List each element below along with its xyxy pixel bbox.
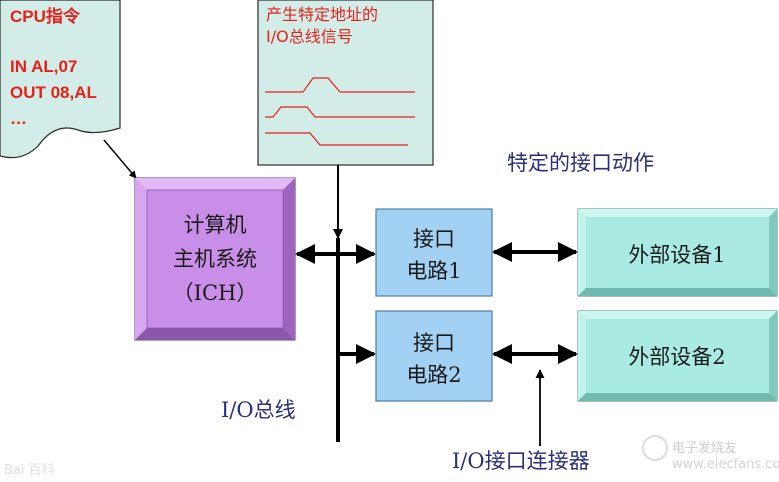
external-device-2: 外部设备2 — [577, 310, 778, 402]
device2-label: 外部设备2 — [628, 345, 725, 369]
interface1-line-1: 接口 — [413, 227, 455, 251]
baidu-watermark-text: Bai 百科 — [4, 463, 55, 478]
interface-circuit-1: 接口 电路1 — [375, 208, 493, 297]
host-line-1: 计算机 — [184, 213, 247, 237]
elecfans-watermark-url: www.elecfans.com — [672, 457, 779, 472]
interface1-line-2: 电路1 — [406, 259, 461, 283]
elecfans-watermark-name: 电子发烧友 — [672, 440, 737, 456]
interface2-line-2: 电路2 — [406, 363, 461, 387]
signal-waveforms — [265, 77, 415, 146]
specific-action-label: 特定的接口动作 — [507, 151, 654, 175]
external-device-1: 外部设备1 — [577, 208, 778, 297]
host-line-3: （ICH） — [173, 281, 258, 305]
signal-note: 产生特定地址的 I/O总线信号 — [257, 0, 434, 166]
interface-circuit-2: 接口 电路2 — [375, 310, 493, 402]
io-connector-label: I/O接口连接器 — [452, 449, 590, 473]
interface2-line-1: 接口 — [413, 331, 455, 355]
cpu-note-line-1: IN AL,07 — [10, 57, 77, 76]
cpu-instruction-note: CPU指令 IN AL,07 OUT 08,AL … — [0, 0, 121, 159]
cpu-note-title: CPU指令 — [10, 6, 81, 26]
cpu-note-line-2: OUT 08,AL — [10, 83, 97, 102]
cpu-note-line-3: … — [10, 109, 27, 128]
cpu-to-host-arrow — [103, 139, 137, 179]
signal-note-line-2: I/O总线信号 — [266, 27, 353, 46]
io-bus-label: I/O总线 — [221, 398, 296, 422]
signal-note-line-1: 产生特定地址的 — [266, 5, 378, 24]
device1-label: 外部设备1 — [628, 243, 725, 267]
host-system-box: 计算机 主机系统 （ICH） — [134, 177, 296, 341]
host-line-2: 主机系统 — [173, 247, 257, 271]
elecfans-watermark: 电子发烧友 www.elecfans.com — [642, 435, 779, 472]
baidu-watermark: Bai 百科 — [4, 463, 55, 478]
